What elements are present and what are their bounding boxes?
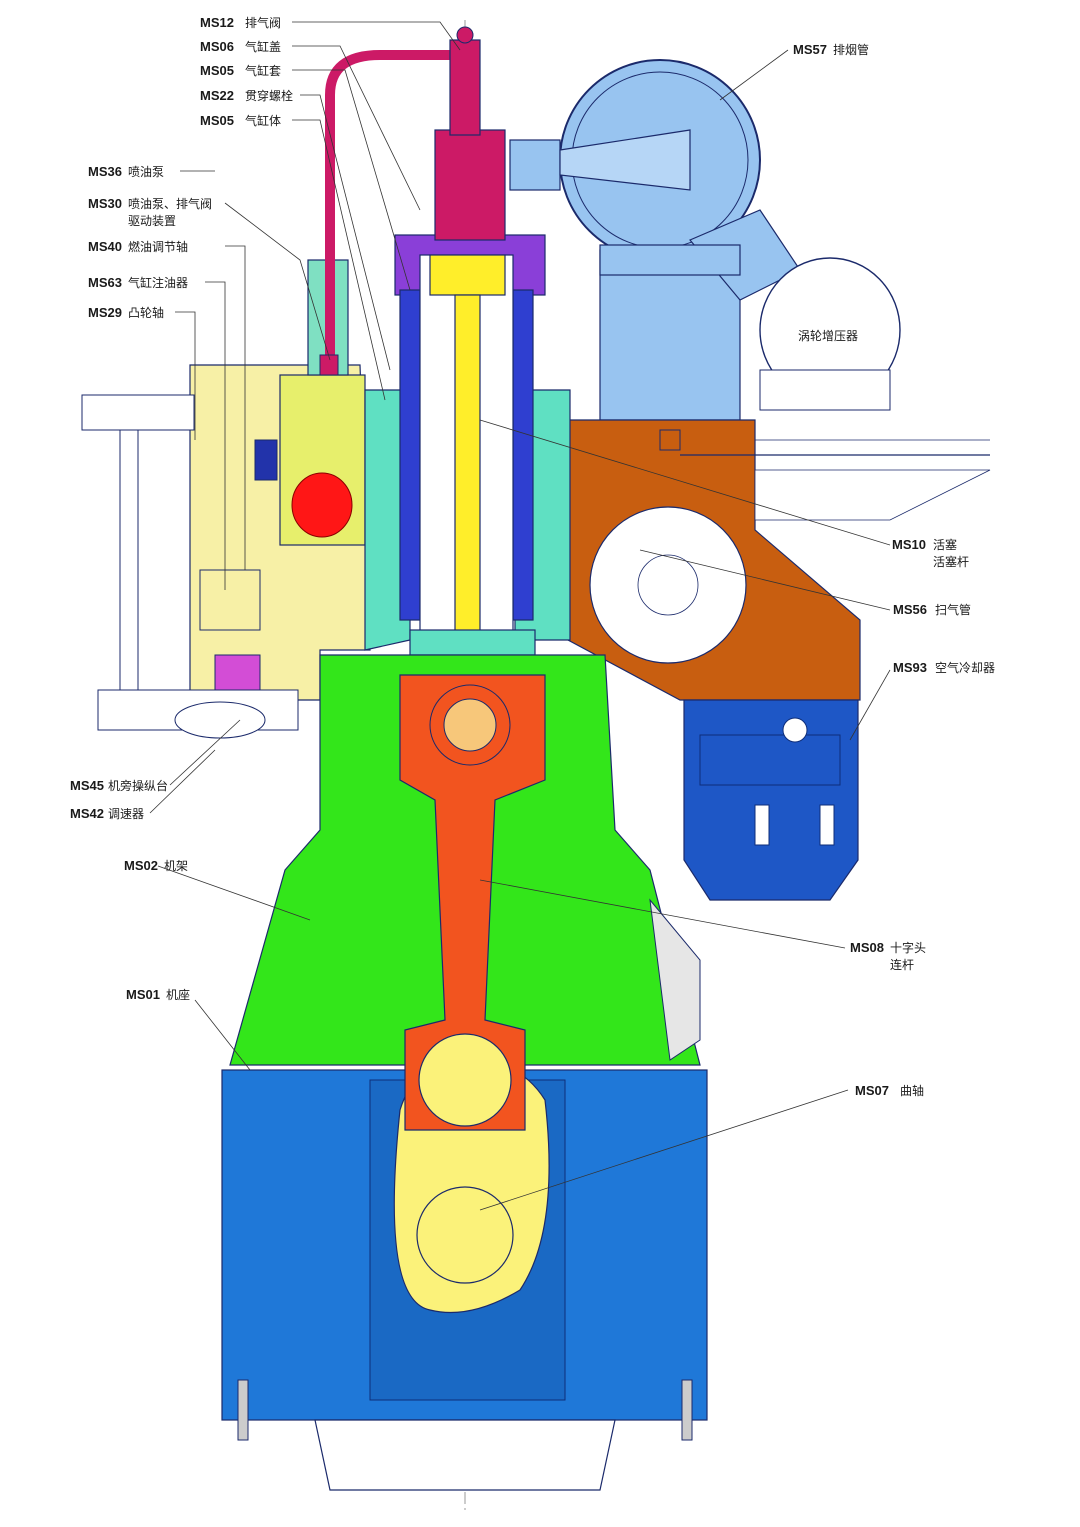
labels-6-text: 喷油泵、排气阀 xyxy=(128,196,212,211)
labels-8-text: 气缸注油器 xyxy=(128,275,188,290)
callout-ms29: MS29 凸轮轴 xyxy=(88,305,164,320)
labels-10-code: MS45 xyxy=(70,778,104,793)
callout-ms63: MS63 气缸注油器 xyxy=(88,275,188,290)
callout-ms05-liner: MS05 气缸套 xyxy=(200,63,281,78)
labels-12-code: MS02 xyxy=(124,858,158,873)
labels-2-text: 气缸套 xyxy=(245,63,281,78)
callout-ms02: MS02 机架 xyxy=(124,858,188,873)
labels-4-code: MS05 xyxy=(200,113,234,128)
labels-16-text: 扫气管 xyxy=(935,602,971,617)
labels-0-code: MS12 xyxy=(200,15,234,30)
labels-18-text: 十字头 xyxy=(890,940,926,955)
callout-ms12: MS12 排气阀 xyxy=(200,15,281,30)
labels-11-text: 调速器 xyxy=(108,807,144,821)
exhaust-manifold-shape xyxy=(509,59,801,421)
labels-2-code: MS05 xyxy=(200,63,234,78)
labels-17-text: 空气冷却器 xyxy=(935,660,995,675)
callout-ms56: MS56 扫气管 xyxy=(893,602,971,617)
labels-18-code: MS08 xyxy=(850,940,884,955)
labels-19-code: MS07 xyxy=(855,1083,889,1098)
callout-ms06: MS06 气缸盖 xyxy=(200,39,281,54)
callout-ms07: MS07 曲轴 xyxy=(855,1083,924,1098)
labels-4-text: 气缸体 xyxy=(245,113,281,128)
labels-13-text: 机座 xyxy=(166,987,190,1002)
callout-ms22: MS22 贯穿螺栓 xyxy=(200,88,293,103)
labels-10-text: 机旁操纵台 xyxy=(108,778,168,793)
labels-1-code: MS06 xyxy=(200,39,234,54)
labels-6-code: MS30 xyxy=(88,196,122,211)
foundation-bolts xyxy=(237,1379,693,1441)
leader-lines xyxy=(149,21,891,1211)
labels-14-text: 排烟管 xyxy=(833,42,869,57)
labels-6-text2: 驱动装置 xyxy=(128,214,176,228)
labels-13-code: MS01 xyxy=(126,987,160,1002)
scavenge-receiver-shape xyxy=(567,419,991,701)
labels-7-text: 燃油调节轴 xyxy=(128,239,188,254)
callout-labels: MS12 排气阀 MS06 气缸盖 MS05 气缸套 MS22 贯穿螺栓 MS05 气缸体… xyxy=(70,15,995,1098)
callout-ms57: MS57 排烟管 xyxy=(793,42,869,57)
labels-19-text: 曲轴 xyxy=(900,1083,924,1098)
turbo_label: 涡轮增压器 xyxy=(798,329,858,343)
turbocharger-shape xyxy=(759,257,901,411)
fuel-pump-shape xyxy=(279,259,366,546)
labels-5-text: 喷油泵 xyxy=(128,165,164,179)
callout-ms42: MS42 调速器 xyxy=(70,806,144,821)
air-cooler-shape xyxy=(683,699,859,901)
connecting-rod-shape xyxy=(399,674,546,1131)
callout-ms01: MS01 机座 xyxy=(126,987,190,1002)
labels-17-code: MS93 xyxy=(893,660,927,675)
labels-11-code: MS42 xyxy=(70,806,104,821)
labels-9-text: 凸轮轴 xyxy=(128,305,164,320)
labels-1-text: 气缸盖 xyxy=(245,39,281,54)
labels-15-code: MS10 xyxy=(892,537,926,552)
callout-ms45: MS45 机旁操纵台 xyxy=(70,778,168,793)
labels-12-text: 机架 xyxy=(164,859,188,873)
labels-15-text2: 活塞杆 xyxy=(933,554,969,569)
labels-7-code: MS40 xyxy=(88,239,122,254)
labels-14-code: MS57 xyxy=(793,42,827,57)
labels-9-code: MS29 xyxy=(88,305,122,320)
labels-8-code: MS63 xyxy=(88,275,122,290)
labels-3-text: 贯穿螺栓 xyxy=(245,88,293,103)
labels-3-code: MS22 xyxy=(200,88,234,103)
labels-18-text2: 连杆 xyxy=(890,957,914,972)
exhaust-valve-shape xyxy=(319,26,506,376)
callout-ms93: MS93 空气冷却器 xyxy=(893,660,995,675)
labels-5-code: MS36 xyxy=(88,164,122,179)
callout-ms40: MS40 燃油调节轴 xyxy=(88,239,188,254)
callout-ms36: MS36 喷油泵 xyxy=(88,164,164,179)
labels-0-text: 排气阀 xyxy=(245,15,281,30)
labels-15-text: 活塞 xyxy=(933,537,957,552)
cylinder-block-shape xyxy=(364,234,571,656)
labels-16-code: MS56 xyxy=(893,602,927,617)
callout-ms05-block: MS05 气缸体 xyxy=(200,113,281,128)
